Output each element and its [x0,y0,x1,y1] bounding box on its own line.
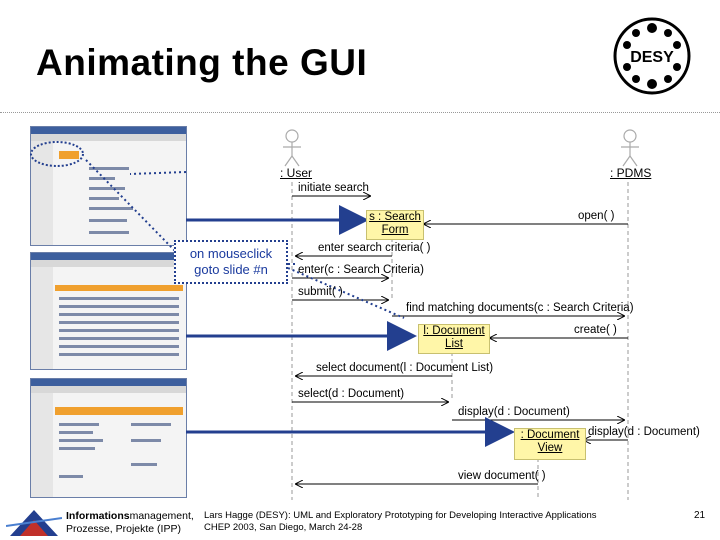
msg-enter-search-criteria: enter search criteria( ) [318,242,431,254]
logo-text: DESY [630,49,674,66]
callout-line-1: on mouseclick [189,246,273,261]
footer-citation-line-1: Lars Hagge (DESY): UML and Exploratory P… [204,510,597,521]
footer-org-rest: management, [129,510,194,522]
search-form-object: s : Search Form [366,210,424,240]
msg-enter-c: enter(c : Search Criteria) [298,264,424,276]
footer-org-line-2: Prozesse, Projekte (IPP) [66,523,181,535]
footer-org: Informationsmanagement, Prozesse, Projek… [66,510,194,536]
footer-citation: Lars Hagge (DESY): UML and Exploratory P… [204,510,597,534]
msg-open: open( ) [578,210,615,222]
footer-org-bold: Informations [66,510,130,522]
msg-display-d1: display(d : Document) [458,406,570,418]
user-actor-icon [283,129,301,167]
msg-find-matching: find matching documents(c : Search Crite… [406,302,634,314]
msg-select-d: select(d : Document) [298,388,405,400]
connector-line-1 [85,159,177,253]
connector-line-4 [287,267,405,319]
page-number: 21 [694,510,706,521]
document-view-label-1: : Document [520,429,580,441]
screenshot-search-form[interactable] [30,126,187,246]
screenshot-highlight-ellipse [30,141,84,167]
search-form-label-2: Form [381,224,409,236]
msg-display-d2: display(d : Document) [588,426,700,438]
user-lifeline-label: : User [280,166,313,180]
pdms-actor-icon [621,129,639,167]
title-divider [0,112,720,113]
msg-select-document: select document(l : Document List) [316,362,494,374]
msg-initiate-search: initiate search [298,182,369,194]
connector-line-3 [129,171,187,175]
msg-view-document: view document( ) [458,470,546,482]
document-list-object: l: Document List [418,324,490,354]
desy-logo: DESY [613,17,691,95]
callout-line-2: goto slide #n [194,262,268,277]
search-form-label-1: s : Search [369,211,421,223]
pdms-lifeline-label: : PDMS [610,166,652,180]
mouseclick-callout: on mouseclick goto slide #n [174,240,288,284]
document-list-label-1: l: Document [423,325,485,337]
document-list-label-2: List [445,338,463,350]
screenshot-document-list[interactable] [30,252,187,370]
screenshot-document-view[interactable] [30,378,187,498]
msg-create: create( ) [574,324,617,336]
footer-citation-line-2: CHEP 2003, San Diego, March 24-28 [204,522,363,533]
msg-submit: submit( ) [298,286,343,298]
slide-title: Animating the GUI [36,42,368,83]
ipp-logo [6,510,62,536]
document-view-object: : Document View [514,428,586,460]
document-view-label-2: View [537,442,563,454]
